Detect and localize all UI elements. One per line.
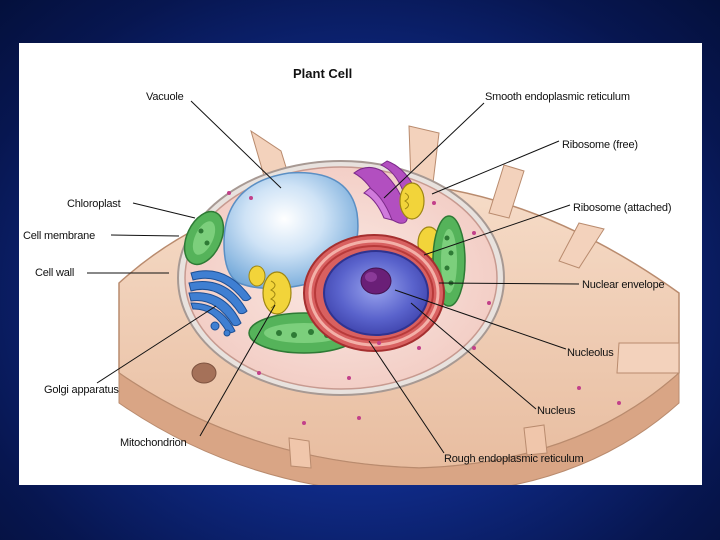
golgi-shape: [188, 270, 252, 337]
label-chloroplast: Chloroplast: [67, 198, 121, 210]
label-ribosome-attached: Ribosome (attached): [573, 202, 671, 214]
label-ribosome-free: Ribosome (free): [562, 139, 638, 151]
label-nuclear-envelope: Nuclear envelope: [582, 279, 664, 291]
leader-lines: [87, 100, 580, 454]
label-smooth-er: Smooth endoplasmic reticulum: [485, 91, 630, 103]
label-vacuole: Vacuole: [146, 91, 184, 103]
label-nucleus: Nucleus: [537, 405, 576, 417]
label-mitochondrion: Mitochondrion: [120, 437, 187, 449]
diagram-title: Plant Cell: [293, 66, 352, 81]
ribosome-dots: [227, 191, 621, 425]
label-golgi-apparatus: Golgi apparatus: [44, 384, 119, 396]
label-cell-wall: Cell wall: [35, 267, 74, 279]
label-nucleolus: Nucleolus: [567, 347, 614, 359]
label-cell-membrane: Cell membrane: [23, 230, 95, 242]
label-rough-er: Rough endoplasmic reticulum: [444, 453, 584, 465]
plant-cell-diagram: Plant Cell: [23, 66, 680, 485]
nucleus-shape: [323, 250, 429, 336]
diagram-panel: Plant Cell: [19, 43, 702, 485]
